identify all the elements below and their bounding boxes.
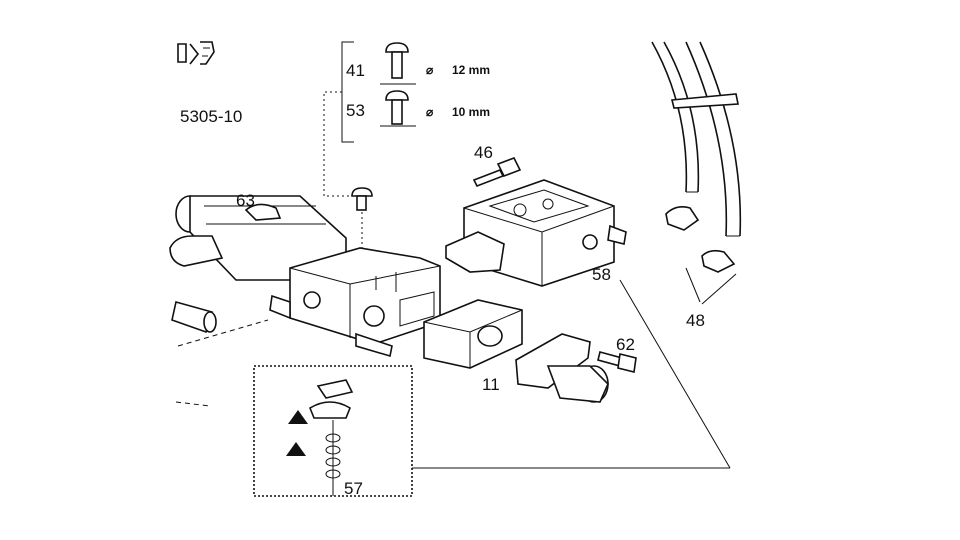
callout-53: 53 [346, 101, 365, 120]
figure-code: 5305-10 [180, 107, 242, 126]
callout-63: 63 [236, 191, 255, 210]
valve-block-58 [445, 179, 627, 287]
callout-41: 41 [346, 61, 365, 80]
detail-inset-57 [253, 365, 413, 497]
pin-icon [351, 187, 373, 252]
callout-46: 46 [474, 143, 493, 162]
spec-53: 10 mm [452, 105, 490, 119]
callout-62: 62 [616, 335, 635, 354]
pin-41-icon [380, 42, 416, 85]
tube-housing-63 [169, 195, 347, 281]
hydraulic-hoses [651, 41, 742, 237]
diameter-symbol-41: ⌀ [426, 63, 434, 77]
bolt-46-icon [472, 156, 522, 188]
spec-41: 12 mm [452, 63, 490, 77]
callout-57: 57 [344, 479, 363, 498]
callout-11: 11 [482, 375, 500, 394]
spec-bracket [323, 41, 356, 197]
gear-housing [269, 247, 441, 358]
callout-58: 58 [592, 265, 611, 284]
bolt-62-icon [597, 351, 637, 373]
block-11 [423, 299, 523, 369]
loose-tube [171, 301, 269, 407]
diameter-symbol-53: ⌀ [426, 105, 434, 119]
pin-53-icon [380, 90, 416, 127]
callout-48: 48 [686, 311, 705, 330]
clamp-48-icon [665, 206, 737, 305]
flange-elbow [515, 333, 609, 403]
leader-lines [412, 279, 731, 469]
logo-icon [177, 41, 215, 65]
